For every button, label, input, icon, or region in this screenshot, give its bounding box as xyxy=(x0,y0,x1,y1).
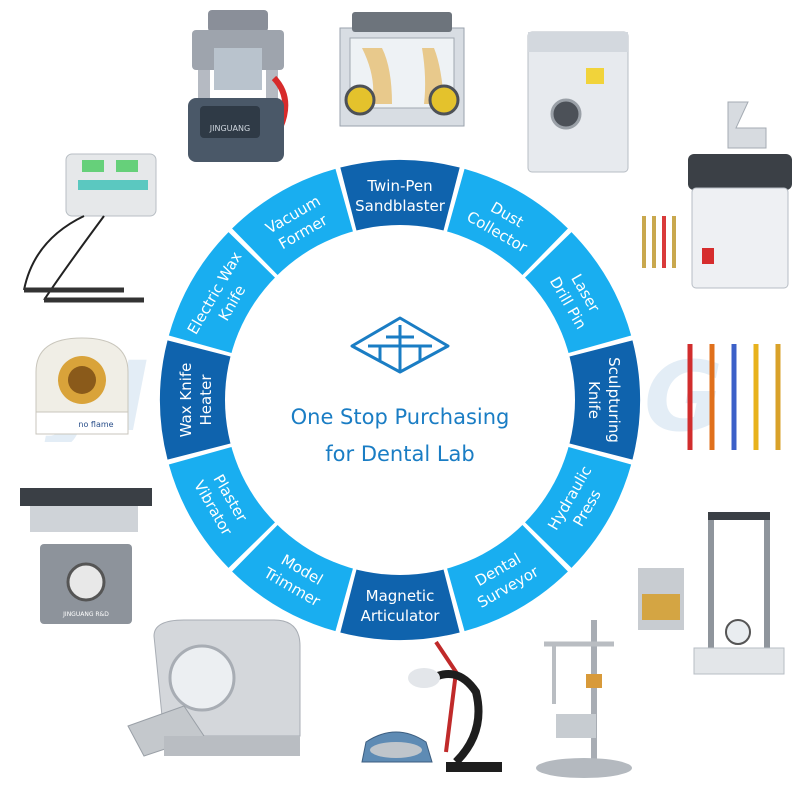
hydraulic-press-image xyxy=(638,512,785,675)
segment-label-line: Magnetic xyxy=(366,587,435,605)
wheel-segment xyxy=(232,168,355,280)
wax-knife-heater-image: no flame xyxy=(35,337,129,435)
wheel-segment xyxy=(445,520,568,632)
dust-collector-image xyxy=(527,31,629,173)
sculpturing-knife-image xyxy=(687,344,781,450)
model-trimmer-image xyxy=(127,619,301,757)
wheel-segment xyxy=(340,554,460,641)
wheel-segment xyxy=(520,445,632,568)
segment-label-line: Sculpturing xyxy=(605,357,623,443)
segment-label-line: Heater xyxy=(197,374,215,426)
sandblaster-image xyxy=(339,12,465,127)
wheel-segment xyxy=(554,340,641,460)
wheel-segment xyxy=(520,232,632,355)
dental-surveyor-image xyxy=(536,620,632,778)
logo-icon xyxy=(350,316,450,374)
laser-drill-pin-image xyxy=(642,101,792,289)
wheel-segment xyxy=(232,520,355,632)
plaster-vibrator-image: JINGUANG R&D xyxy=(20,488,152,624)
electric-wax-knife-image xyxy=(23,153,157,303)
segment-label-line: Twin-Pen xyxy=(366,177,432,195)
segment-label-line: Articulator xyxy=(361,607,441,625)
wheel-segment xyxy=(168,232,280,355)
center-line-2: for Dental Lab xyxy=(325,442,475,466)
center-disc xyxy=(225,225,575,575)
vacuum-brand-text: JINGUANG xyxy=(209,124,250,133)
segment-label-line: Wax Knife xyxy=(177,363,195,438)
heater-label-text: no flame xyxy=(78,420,113,429)
wheel-segment xyxy=(168,445,280,568)
magnetic-articulator-image xyxy=(361,640,502,772)
wheel-segment xyxy=(340,160,460,246)
vacuum-former-image: JINGUANG xyxy=(188,10,289,162)
segment-label-line: Sandblaster xyxy=(355,197,446,215)
segment-label-line: Knife xyxy=(585,381,603,419)
center-line-1: One Stop Purchasing xyxy=(290,405,510,429)
wheel-segment xyxy=(160,340,246,460)
vibrator-brand-text: JINGUANG R&D xyxy=(62,611,109,618)
wheel-segment xyxy=(445,168,568,280)
